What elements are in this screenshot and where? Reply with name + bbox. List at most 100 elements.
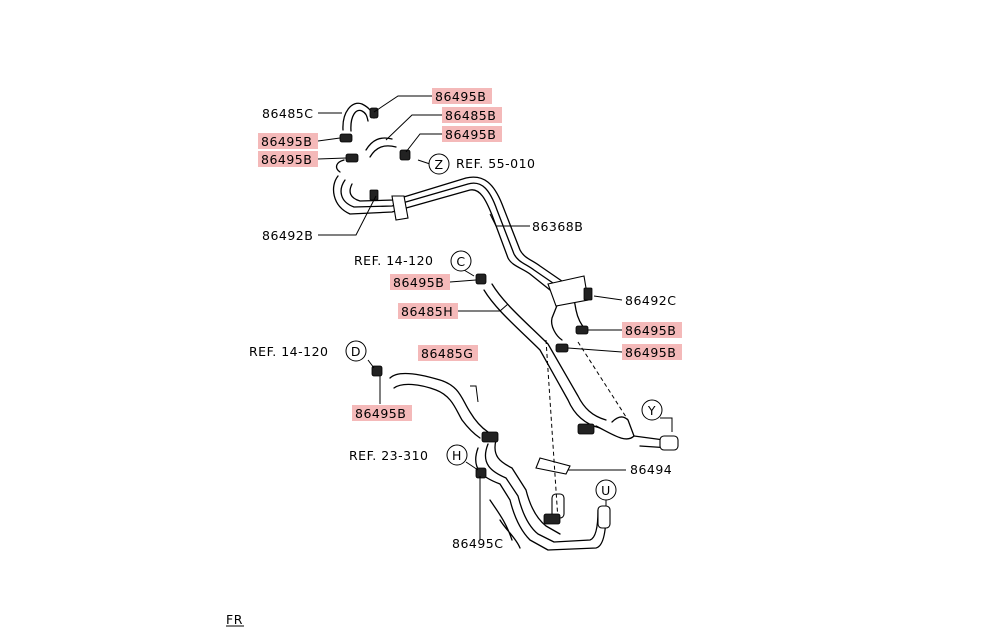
leader-86485g: [470, 385, 479, 403]
callout-circle-c: [450, 250, 472, 272]
highlight-box: [622, 344, 682, 360]
pipe-lower-branch: [489, 499, 521, 549]
leader-l11: [449, 279, 477, 283]
y-leader: [660, 417, 673, 432]
highlights: [258, 88, 682, 421]
highlight-box: [442, 126, 502, 142]
pipe-bracket-upper: [391, 195, 409, 221]
clamp-icon: [481, 431, 499, 443]
highlight-box: [398, 303, 458, 319]
leader-86492b: [318, 195, 377, 236]
part-label: 86495C: [452, 536, 504, 551]
clamp-icon: [555, 343, 569, 353]
leader-86368b: [489, 213, 530, 227]
part-label: 86495B: [393, 275, 444, 290]
clamp-icon: [339, 133, 353, 143]
highlight-box: [258, 133, 318, 149]
pipe-upper-1: [332, 175, 561, 299]
highlight-box: [432, 88, 492, 104]
callout-circle-d: [345, 340, 367, 362]
clamp-icon: [577, 423, 595, 435]
highlight-box: [442, 107, 502, 123]
leader-d: [367, 359, 375, 369]
highlight-box: [418, 345, 478, 361]
bolt-icon: [369, 189, 379, 201]
hose-86485g-b: [393, 383, 481, 439]
callout-circle-z: [428, 153, 450, 175]
part-label: 86368B: [532, 219, 583, 234]
clamps: [339, 107, 595, 525]
clamp-icon: [475, 273, 487, 285]
dashed-ref-1: [545, 339, 559, 521]
pipe-upper-end: [335, 159, 345, 173]
hose-86485c-outer: [342, 102, 375, 131]
hose-86485b-a: [365, 137, 393, 151]
clamp-icon: [543, 513, 561, 525]
callout-circle-h: [446, 444, 468, 466]
part-label: 86485B: [445, 108, 496, 123]
hose-86485h-a: [483, 289, 601, 429]
clamp-icon: [369, 107, 379, 119]
part-label: 86495B: [625, 323, 676, 338]
part-labels: 86485C 86495B 86485B 86495B 86495B 86495…: [249, 89, 677, 551]
part-label: 86492C: [625, 293, 677, 308]
callout-z: Z: [434, 157, 443, 172]
pipe-y-cap: [659, 435, 679, 451]
part-label: 86485C: [262, 106, 314, 121]
bolt-icon: [583, 287, 593, 301]
ref-label: REF. 55-010: [456, 156, 536, 171]
pipe-bracket-right: [547, 275, 589, 307]
pipe-u-cap: [597, 505, 611, 529]
ref-label: REF. 14-120: [354, 253, 434, 268]
callout-h: H: [452, 448, 462, 463]
part-label: 86485H: [401, 304, 453, 319]
leader-h: [465, 461, 479, 471]
callout-d: D: [351, 344, 361, 359]
clamp-icon: [399, 149, 411, 161]
dashed-ref-2: [577, 341, 629, 421]
part-label: 86492B: [262, 228, 313, 243]
highlight-box: [352, 405, 412, 421]
leader-c: [463, 269, 475, 277]
highlight-box: [390, 274, 450, 290]
leader-l5: [317, 137, 341, 142]
callout-c: C: [456, 254, 465, 269]
fr-label: FR: [226, 612, 243, 627]
part-label: 86495B: [261, 152, 312, 167]
part-label: 86495B: [261, 134, 312, 149]
callout-y: Y: [647, 403, 656, 418]
hose-y-end: [595, 416, 635, 440]
leader-l15: [567, 347, 623, 353]
callouts: Z C D H Y U: [345, 153, 663, 501]
leader-86492c: [593, 295, 623, 301]
ref-label: REF. 23-310: [349, 448, 429, 463]
clamp-icon: [345, 153, 359, 163]
ref-label: REF. 14-120: [249, 344, 329, 359]
highlight-box: [258, 151, 318, 167]
part-label: 86494: [630, 462, 672, 477]
clamp-icon: [371, 365, 383, 377]
callout-circle-u: [595, 479, 617, 501]
leader-ref55: [417, 159, 431, 165]
callout-u: U: [601, 483, 611, 498]
leader-86485b: [385, 114, 442, 141]
pipe-lower-2: [484, 443, 599, 543]
highlight-box: [622, 322, 682, 338]
clamp-icon: [575, 325, 589, 335]
pipe-upper-3: [349, 176, 573, 289]
callout-circle-y: [641, 399, 663, 421]
leader-l2: [373, 95, 433, 113]
part-label: 86485G: [421, 346, 473, 361]
part-label: 86495B: [435, 89, 486, 104]
pipe-right-a: [550, 297, 563, 341]
leader-l6: [317, 157, 347, 160]
clamp-icon: [475, 467, 487, 479]
pipe-lower-3: [494, 439, 561, 535]
leader-l4: [405, 133, 442, 153]
leader-86485h: [458, 303, 509, 312]
part-label: 86495B: [625, 345, 676, 360]
bracket-86494: [535, 457, 571, 475]
hose-86485h-b: [491, 283, 607, 421]
hose-86485c-inner: [350, 109, 369, 132]
